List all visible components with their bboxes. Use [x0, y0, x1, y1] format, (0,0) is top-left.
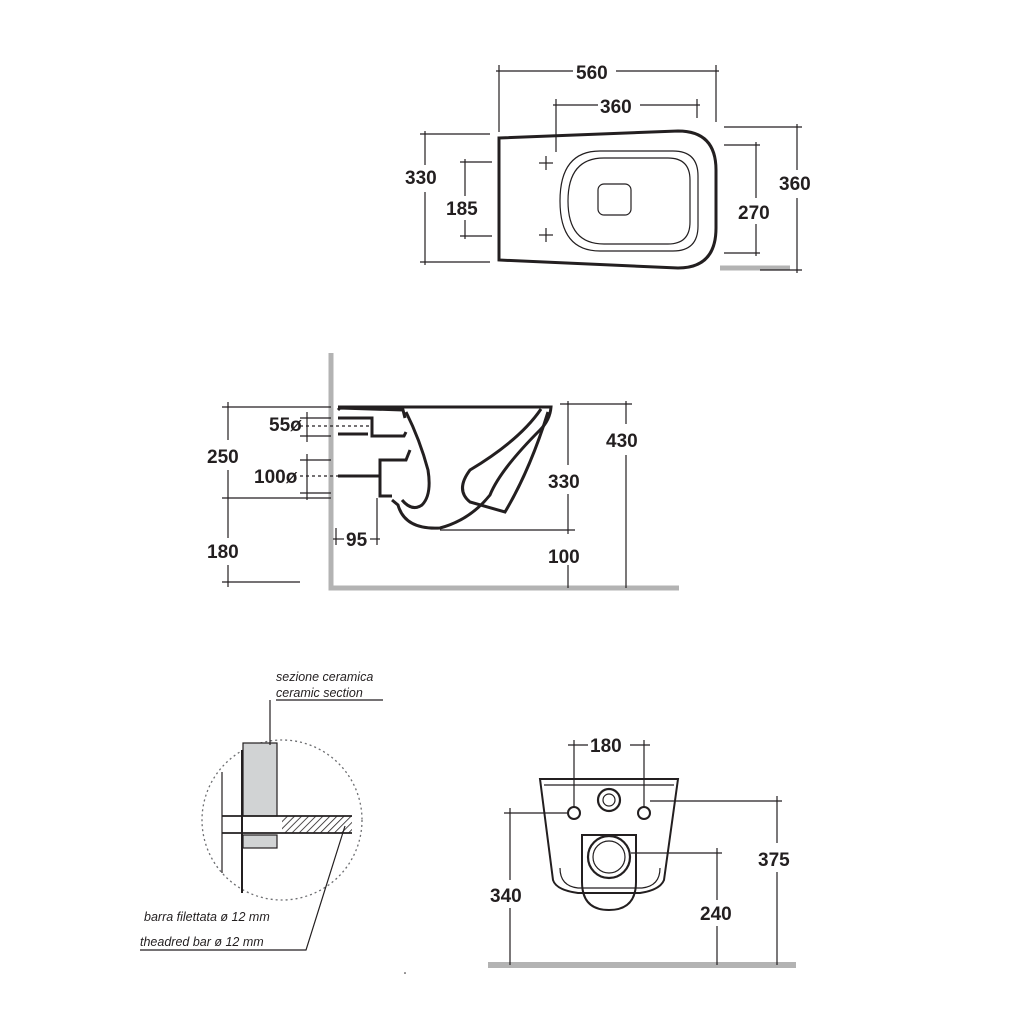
label-threaded-bar-it: barra filettata ø 12 mm [144, 910, 270, 924]
dim-360-top: 360 [600, 97, 632, 118]
dim-100-side: 100 [548, 547, 580, 568]
fixing-cross-icon [539, 156, 553, 242]
rear-view: 180 340 240 375 [488, 736, 796, 968]
dim-270: 270 [738, 203, 770, 224]
dim-330-top: 330 [405, 168, 437, 189]
top-view: 560 360 330 185 270 360 [405, 63, 811, 273]
dim-240: 240 [700, 904, 732, 925]
dim-375: 375 [758, 850, 790, 871]
dim-330-side: 330 [548, 472, 580, 493]
rear-fixing-hole-left [567, 806, 581, 820]
dim-55-diameter: 55ø [269, 415, 302, 436]
top-view-bowl [559, 150, 699, 252]
dim-360-right: 360 [779, 174, 811, 195]
detail-circle [201, 739, 363, 901]
rear-fixing-hole-right [637, 806, 651, 820]
side-view: 250 180 55ø 100ø 95 330 100 430 [207, 353, 679, 591]
top-view-drain [597, 183, 632, 216]
dim-180-rear: 180 [590, 736, 622, 757]
label-ceramic-section-en: ceramic section [276, 686, 363, 700]
dim-560: 560 [576, 63, 608, 84]
dim-250: 250 [207, 447, 239, 468]
dim-430: 430 [606, 431, 638, 452]
dim-340: 340 [490, 886, 522, 907]
rear-inlet-hole [596, 787, 622, 813]
threaded-bar [282, 816, 352, 833]
label-threaded-bar-en: theadred bar ø 12 mm [140, 935, 264, 949]
side-view-wall-floor [328, 353, 679, 591]
dim-185: 185 [446, 199, 478, 220]
rear-outlet-hole [586, 834, 632, 880]
side-view-body [338, 405, 553, 530]
label-ceramic-section-it: sezione ceramica [276, 670, 373, 684]
dim-95: 95 [346, 530, 368, 551]
ceramic-section [242, 742, 278, 817]
top-view-outline [497, 129, 718, 270]
rear-view-body [538, 778, 680, 894]
dim-100-diameter: 100ø [254, 467, 298, 488]
fixing-detail: sezione ceramica ceramic section barra f… [140, 670, 383, 951]
dim-180-side: 180 [207, 542, 239, 563]
